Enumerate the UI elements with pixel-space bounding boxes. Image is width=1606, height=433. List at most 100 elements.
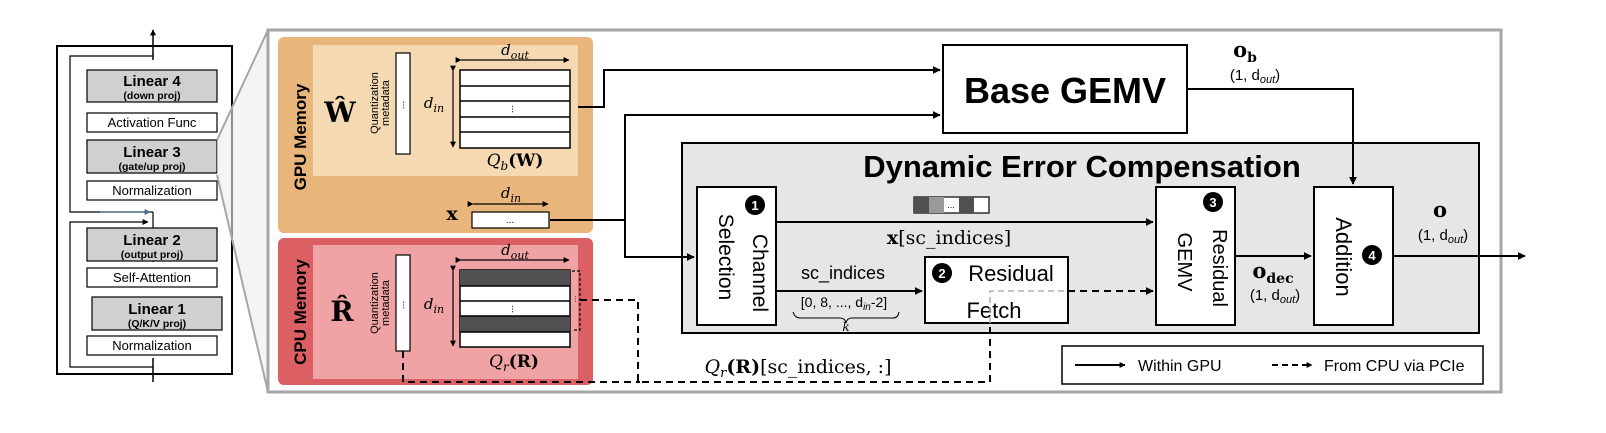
gpu-matrix-frame (459, 69, 571, 149)
gpu-quant-dots: ... (400, 101, 411, 109)
k-brace (792, 311, 900, 324)
cpu-memory-region: CPU Memory R̂ Quantization metadata ... … (278, 238, 593, 385)
x-din-label: din (501, 184, 521, 205)
cpu-memory-label: CPU Memory (291, 259, 310, 365)
channel-selection-line1: Channel (748, 234, 771, 312)
gpu-memory-label: GPU Memory (291, 83, 310, 190)
zoom-line-top (216, 29, 269, 141)
gpu-weight-matrix: ... (459, 69, 571, 149)
x-sc-indices-label: x[sc_indices] (887, 227, 1011, 249)
arrow-x-to-channel-selection (624, 220, 695, 261)
odec-symbol: odec (1252, 258, 1293, 287)
cpu-quant-dots: ... (400, 301, 411, 309)
linear3-label: Linear 3 (123, 144, 181, 161)
dashed-arrows (402, 287, 1154, 383)
step1-badge (745, 195, 765, 215)
dec-title: Dynamic Error Compensation (863, 149, 1301, 184)
sc-indices-label: sc_indices (801, 263, 885, 284)
transformer-block: Linear 4 (down proj) Activation Func Lin… (56, 29, 233, 382)
sc-vector-cell-dark (914, 197, 929, 213)
residual-fetch-line1: Residual (968, 261, 1054, 286)
bracket-dots: ... (573, 296, 582, 303)
linear1-sublabel: (Q/K/V proj) (128, 318, 186, 330)
zoom-line-bottom (216, 174, 269, 393)
cpu-matrix-selected-row (460, 316, 570, 332)
o-symbol: o (1433, 197, 1447, 222)
residual-gemv-line1: Residual (1208, 229, 1230, 307)
residual-fetch-line2: Fetch (966, 298, 1021, 323)
cpu-quant-line2: metadata (380, 279, 392, 326)
ob-shape: (1, dout) (1230, 67, 1280, 86)
normalization-top-box (86, 180, 218, 201)
qb-w-label: Qb(W) (487, 151, 544, 173)
step3-badge (1203, 192, 1223, 212)
sc-indices-example: [0, 8, ..., din-2] (801, 294, 887, 313)
linear4-sublabel: (down proj) (123, 90, 180, 102)
activation-label: Activation Func (108, 115, 197, 130)
cpu-matrix-dots: ... (509, 305, 520, 313)
residual-gemv-box (1155, 186, 1236, 326)
k-label: k (842, 320, 849, 334)
base-gemv-box (942, 44, 1188, 134)
cpu-din-label: din (424, 295, 444, 316)
activation-box (86, 112, 218, 133)
legend-within-gpu: Within GPU (1138, 358, 1222, 375)
gpu-quant-metadata-bar (395, 52, 411, 155)
o-shape: (1, dout) (1418, 227, 1468, 246)
linear3-box (86, 139, 218, 174)
normalization-top-label: Normalization (112, 183, 191, 198)
ob-symbol: ob (1233, 37, 1257, 66)
qr-r-label: Qr(R) (489, 352, 539, 374)
cpu-residual-matrix: ... (459, 269, 571, 348)
linear4-box (86, 69, 218, 103)
sc-vector-cell-dark (959, 197, 974, 213)
dashed-fetch-inner (989, 290, 1068, 323)
addition-label: Addition (1331, 217, 1356, 297)
zoom-projection (217, 30, 268, 392)
w-hat-symbol: Ŵ (323, 96, 356, 129)
self-attention-box (86, 267, 218, 288)
qr-sc-indices-label: Qr(R)[sc_indices, :] (705, 356, 892, 381)
step4-badge (1362, 245, 1382, 265)
linear1-label: Linear 1 (128, 301, 186, 318)
sc-vector-cell-gray (929, 197, 944, 213)
cpu-quant-line1: Quantization (369, 272, 381, 334)
gpu-quant-line2: metadata (380, 79, 392, 126)
r-hat-symbol: R̂ (330, 295, 354, 328)
linear2-box (86, 227, 218, 262)
step4-number: 4 (1368, 248, 1376, 263)
x-vector-dots: ... (506, 215, 514, 226)
arrow-x-to-base-gemv (550, 111, 941, 221)
gpu-memory-region: GPU Memory Ŵ Quantization metadata ... .… (278, 37, 593, 233)
gpu-dout-label: dout (501, 41, 529, 62)
odec-shape: (1, dout) (1250, 287, 1300, 306)
gpu-quant-line1: Quantization (369, 72, 381, 134)
x-symbol: x (446, 203, 458, 225)
solid-arrows (550, 66, 1526, 295)
gpu-matrix-dots: ... (509, 105, 520, 113)
sc-vector-dots: ... (947, 200, 955, 210)
linear2-label: Linear 2 (123, 232, 181, 249)
step3-number: 3 (1209, 195, 1216, 210)
dashed-metadata-path (402, 351, 640, 383)
step2-number: 2 (938, 266, 945, 281)
cpu-matrix-selected-row (460, 270, 570, 286)
legend-from-cpu: From CPU via PCIe (1324, 358, 1465, 375)
normalization-bottom-box (86, 335, 218, 356)
self-attention-label: Self-Attention (113, 270, 191, 285)
residual-gemv-line2: GEMV (1173, 233, 1195, 293)
linear2-sublabel: (output proj) (121, 249, 183, 261)
step1-number: 1 (751, 198, 758, 213)
base-gemv-label: Base GEMV (964, 70, 1166, 111)
linear4-label: Linear 4 (123, 73, 181, 90)
arrow-w-to-base-gemv (578, 66, 941, 108)
cpu-dout-label: dout (501, 241, 529, 262)
arrow-ob-to-addition (1187, 88, 1357, 185)
normalization-bottom-label: Normalization (112, 338, 191, 353)
legend-box (1061, 345, 1484, 385)
linear3-sublabel: (gate/up proj) (118, 161, 185, 173)
residual-loop-bottom (69, 219, 153, 368)
channel-selection-line2: Selection (714, 214, 737, 300)
linear1-box (91, 296, 223, 331)
